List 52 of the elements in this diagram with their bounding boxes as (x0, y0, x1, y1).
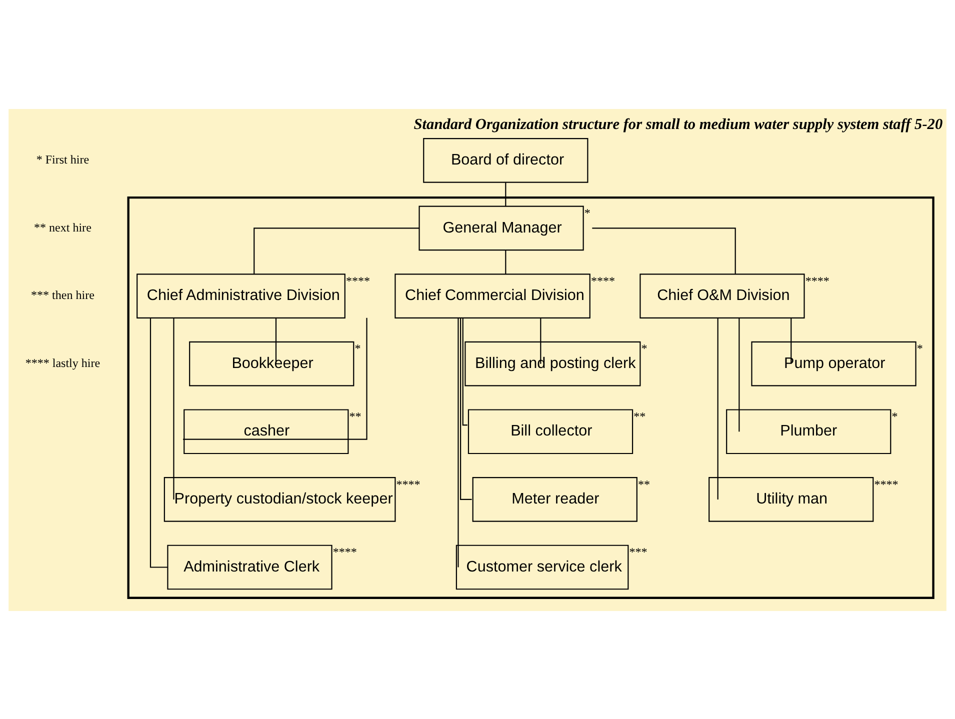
node-label: **** (805, 273, 830, 288)
node-box: Utility man (708, 476, 874, 522)
node-label: ** (349, 408, 362, 423)
node-box: Meter reader (472, 476, 638, 522)
label: **** lastly hire (25, 355, 100, 370)
connector (254, 227, 420, 274)
connector (458, 317, 459, 567)
node-box: casher (184, 408, 349, 454)
cluster (127, 196, 934, 598)
node-label: **** (874, 476, 898, 491)
connector (460, 317, 472, 500)
connector (592, 227, 736, 274)
node-label: * (584, 206, 590, 220)
node-box: Chief Commercial Division (394, 273, 590, 318)
node-box: Administrative Clerk (167, 544, 332, 590)
node-label: *** (629, 544, 648, 559)
connector (540, 317, 542, 364)
node-box: Chief Administrative Division (136, 273, 346, 318)
node-box: Board of director (423, 137, 588, 182)
connector (505, 182, 506, 206)
node-label: * (916, 341, 923, 356)
node-label: * (641, 341, 648, 356)
label: * First hire (36, 152, 90, 166)
connector (275, 317, 277, 364)
connector (183, 317, 368, 440)
connector (462, 317, 468, 426)
node-box: Chief O&M Division (640, 273, 805, 318)
node-label: * (354, 341, 361, 356)
connector (738, 317, 740, 432)
node-box: Property custodian/stock keeper (164, 476, 396, 522)
diagram-title: Standard Organization structure for small to medium water supply system staff 5-20 (414, 115, 943, 132)
node-box: Customer service clerk (456, 544, 629, 590)
connector (173, 317, 174, 499)
connector (717, 317, 718, 499)
connector (150, 317, 168, 568)
node-label: **** (396, 476, 420, 491)
node-box: Billing and posting clerk (464, 340, 641, 386)
node-label: * (892, 408, 898, 423)
node-label: **** (332, 544, 357, 559)
node-box: Bill collector (468, 408, 634, 454)
connector (505, 250, 506, 274)
node-box: General Manager (418, 205, 584, 250)
node-label: **** (590, 273, 615, 288)
connector (790, 317, 792, 364)
node-box: Bookkeeper (189, 340, 354, 386)
node-label: **** (346, 273, 370, 288)
label: ** next hire (34, 220, 92, 234)
node-label: ** (634, 408, 646, 423)
label: *** then hire (31, 288, 94, 302)
node-box: Plumber (726, 408, 892, 454)
node-box: Pump operator (751, 340, 916, 386)
node-label: ** (638, 476, 650, 491)
